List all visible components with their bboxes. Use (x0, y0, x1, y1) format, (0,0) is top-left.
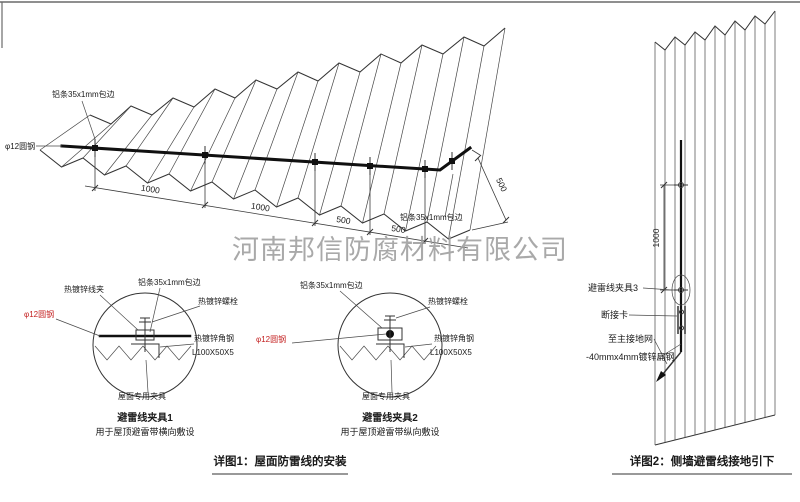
corrugated-wall-panel (654, 10, 776, 446)
detail2-angle-spec-label: L100X50X5 (430, 348, 472, 357)
ground-arrowhead (656, 371, 666, 382)
roof-strip-label-top: 铝条35x1mm包边 (52, 89, 115, 99)
detail1-roof-profile (94, 345, 192, 361)
disconnect-card (677, 306, 686, 334)
wall-dim-ticks (660, 181, 668, 294)
dimension-extension-lines (94, 157, 426, 244)
detail1-circle (92, 292, 198, 398)
detail1-subtitle: 用于屋顶避雷带横向敷设 (95, 426, 194, 437)
detail-view-2: 铝条35x1mm包边 热镀锌螺栓 φ12圆钢 热镀锌角钢 L100X50X5 屋… (256, 280, 474, 437)
roof-ridge-lines (39, 27, 506, 231)
detail1-clamp-assembly (131, 317, 160, 358)
detail1-fixture-label: 屋面专用夹具 (118, 391, 166, 401)
detail2-title: 避雷线夹具2 (361, 411, 418, 424)
detail1-leader-lines (55, 287, 201, 393)
dimension-tick-marks (91, 184, 429, 245)
company-watermark: 河南邦信防腐材料有限公司 (232, 235, 568, 265)
detail2-strip-label: 铝条35x1mm包边 (300, 280, 363, 290)
corrugated-roof-sheet (39, 27, 506, 240)
wall-ground-label: 至主接地网 (608, 333, 653, 344)
detail1-nuts (139, 317, 151, 323)
detail2-clamp-assembly (376, 315, 405, 358)
detail1-clamp-plate (135, 329, 155, 341)
leader-lines (36, 100, 454, 218)
dimension-line (84, 185, 469, 249)
disconnect-bolt-top (679, 309, 684, 315)
wall-dim-1000: 1000 (651, 228, 661, 247)
roof-far-edge-profile (89, 27, 506, 125)
wall-flat-steel-label: -40mmx4mm镀锌扁钢 (586, 351, 675, 362)
roof-dimensions: 1000 1000 500 500 500 (84, 149, 510, 249)
wall-clamp-upper (678, 182, 684, 188)
wall-dim-extensions (660, 184, 674, 291)
disconnect-bolt-bottom (679, 325, 684, 331)
detail1-clamp-label: 热镀锌线夹 (64, 284, 104, 294)
wall-elevation-view: 1000 避雷线夹具3 断接卡 至主接地网 -40mmx4mm镀锌扁钢 (586, 10, 776, 446)
captions: 详图1：屋面防雷线的安装 详图2：侧墙避雷线接地引下 (212, 454, 792, 475)
wall-leader-lines (628, 287, 682, 365)
wall-disconnect-label: 断接卡 (601, 309, 628, 320)
detail1-title: 避雷线夹具1 (116, 411, 173, 424)
wall-dimension: 1000 (651, 181, 674, 294)
detail1-angle-spec-label: L100X50X5 (192, 348, 234, 357)
detail1-bolt-label: 热镀锌螺栓 (198, 296, 238, 306)
wall-clamp3-label: 避雷线夹具3 (588, 282, 638, 293)
roof-annotations: 铝条35x1mm包边 φ12圆钢 铝条35x1mm包边 (5, 89, 463, 222)
caption-detail1: 详图1：屋面防雷线的安装 (214, 454, 347, 468)
roof-strip-label-right: 铝条35x1mm包边 (400, 212, 463, 222)
detail2-nuts (384, 315, 396, 321)
detail1-angle-steel (131, 343, 160, 358)
dim-500-depth: 500 (494, 176, 509, 193)
roof-rod-label: φ12圆钢 (5, 141, 35, 151)
roof-isometric-view: 1000 1000 500 500 500 铝条35x1mm包边 φ12圆钢 铝… (5, 27, 510, 249)
detail2-circle (337, 292, 443, 398)
detail2-leader-lines (291, 290, 433, 393)
detail2-clamp-plate (377, 327, 403, 341)
detail2-angle-steel (376, 343, 405, 358)
detail2-fixture-label: 屋面专用夹具 (362, 391, 410, 401)
detail1-rod-label: φ12圆钢 (24, 309, 54, 319)
detail2-bolt-label: 热镀锌螺栓 (428, 296, 468, 306)
roof-valley-lines (61, 45, 485, 240)
disconnect-plates (677, 306, 686, 334)
detail1-strip-label: 铝条35x1mm包边 (138, 277, 201, 287)
dim-1000-a: 1000 (140, 183, 161, 196)
depth-dimension-extensions (471, 149, 509, 231)
wall-clamp-lower (678, 287, 684, 293)
depth-dimension-ticks (474, 154, 510, 224)
detail2-subtitle: 用于屋顶避雷带纵向敷设 (340, 426, 439, 437)
dim-500-a: 500 (336, 214, 352, 226)
ground-lead (656, 351, 682, 382)
detail2-roof-profile (339, 345, 437, 361)
detail1-angle-label: 热镀锌角钢 (194, 333, 234, 343)
wall-corrugation-lines (654, 11, 776, 445)
lightning-conductor-line (60, 144, 473, 172)
detail2-angle-label: 热镀锌角钢 (434, 333, 474, 343)
dim-1000-b: 1000 (250, 201, 271, 214)
dim-500-b: 500 (391, 223, 407, 235)
wall-annotations: 避雷线夹具3 断接卡 至主接地网 -40mmx4mm镀锌扁钢 (586, 282, 682, 365)
caption-detail2: 详图2：侧墙避雷线接地引下 (630, 454, 775, 468)
detail-view-1: 热镀锌线夹 铝条35x1mm包边 热镀锌螺栓 φ12圆钢 热镀锌角钢 L100X… (24, 277, 238, 437)
depth-dimension-line (477, 157, 507, 221)
conductor-supports (92, 139, 455, 178)
detail2-rod-label: φ12圆钢 (256, 334, 286, 344)
